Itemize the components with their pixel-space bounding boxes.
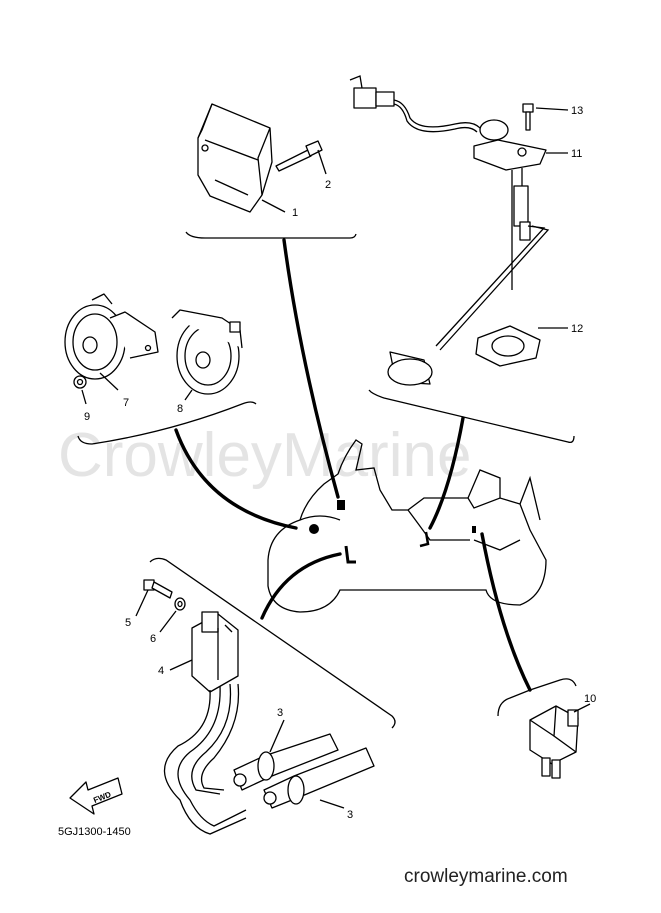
- bracket-sender: [368, 389, 575, 444]
- watermark-text: CrowleyMarine: [58, 421, 471, 490]
- leader-ecu: [282, 238, 340, 499]
- coil-bolt[interactable]: [143, 579, 173, 599]
- website-url[interactable]: crowleymarine.com: [404, 866, 568, 887]
- leader-sender: [428, 416, 465, 530]
- horn-low[interactable]: [64, 293, 159, 380]
- callout-9: 9: [84, 411, 90, 423]
- ecu-location-mark: [337, 500, 345, 510]
- callout-3-upper: 3: [277, 707, 283, 719]
- spark-plug-cap-2[interactable]: [263, 747, 375, 809]
- diagram-code: 5GJ1300-1450: [58, 826, 131, 838]
- callout-12: 12: [571, 323, 583, 335]
- ignition-coil[interactable]: [191, 611, 239, 693]
- leader-horns: [174, 428, 298, 530]
- ecu-bolt[interactable]: [275, 140, 323, 172]
- callout-5: 5: [125, 617, 131, 629]
- fuel-sender-unit[interactable]: [387, 119, 550, 386]
- bracket-ignition: [149, 557, 396, 729]
- ignition-location-mark: [344, 545, 356, 564]
- callout-10: 10: [584, 693, 596, 705]
- horn-location-mark: [309, 524, 319, 534]
- bracket-relay: [497, 678, 577, 717]
- relay[interactable]: [529, 705, 579, 779]
- bracket-horns: [77, 401, 257, 445]
- relay-location-mark: [472, 526, 476, 533]
- horn-high[interactable]: [171, 309, 243, 395]
- callout-13: 13: [571, 105, 583, 117]
- leader-ignition: [260, 552, 342, 620]
- leader-relay: [480, 532, 532, 692]
- motorcycle-silhouette: [267, 439, 547, 613]
- callout-11: 11: [571, 148, 582, 160]
- spark-plug-cap-1[interactable]: [233, 733, 339, 791]
- fwd-arrow: FWD: [69, 777, 123, 815]
- callout-4: 4: [158, 665, 164, 677]
- callout-1: 1: [292, 207, 298, 219]
- coil-washer[interactable]: [174, 597, 186, 611]
- ecu-unit[interactable]: [197, 103, 273, 213]
- callout-3-lower: 3: [347, 809, 353, 821]
- bracket-ecu: [185, 231, 357, 239]
- connector-plug[interactable]: [349, 75, 395, 109]
- callout-6: 6: [150, 633, 156, 645]
- sender-location-mark: [419, 531, 430, 548]
- sender-gasket[interactable]: [475, 325, 541, 367]
- callout-2: 2: [325, 179, 331, 191]
- callout-8: 8: [177, 403, 183, 415]
- horn-nut[interactable]: [73, 375, 87, 389]
- sender-bolt[interactable]: [522, 103, 534, 131]
- callout-7: 7: [123, 397, 129, 409]
